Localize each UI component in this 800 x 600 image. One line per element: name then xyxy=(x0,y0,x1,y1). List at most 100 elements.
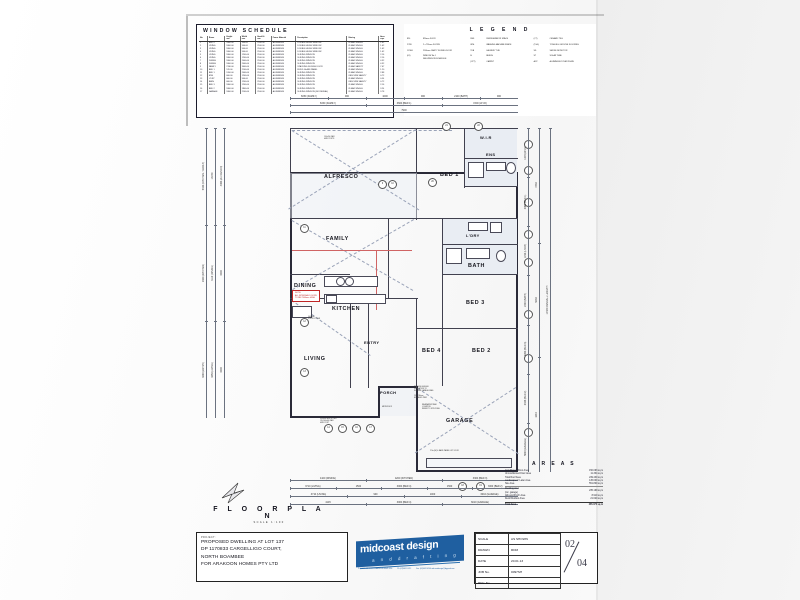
dimension-text: 5230 xyxy=(535,297,538,303)
areas-label: Alfresco/Porch Area xyxy=(505,495,526,498)
room-label-ldry: L'DRY xyxy=(466,233,480,238)
areas-value: 265.470 sq.m xyxy=(568,501,603,507)
room-label-bed1: BED 1 xyxy=(440,172,459,178)
meta-row: REV. No. xyxy=(475,577,561,589)
dimension-text: 900 xyxy=(345,94,349,98)
floor-plan-title: F L O O R P L A N xyxy=(213,506,325,520)
window-schedule-cell: 1800.00 xyxy=(224,87,241,91)
window-schedule-cell: CLEAR SINGLE xyxy=(346,63,379,67)
room-label-dining: DINING xyxy=(294,283,317,289)
legend-symbol: (CT) xyxy=(533,38,538,40)
dimension-text: 900 xyxy=(373,492,378,496)
window-schedule-col-header: No. xyxy=(199,36,208,42)
dimension-text: 4850 (LIVING) xyxy=(211,361,214,378)
dimension-line xyxy=(550,128,551,472)
note-line: ON 100x100 DAR xyxy=(320,420,334,423)
dimension-line xyxy=(528,128,529,472)
window-schedule-cell: SLIDING WINDOW xyxy=(295,63,347,67)
window-schedule-cell: CLEAR SINGLE xyxy=(346,87,379,91)
window-marker-icon: 14 xyxy=(324,424,333,433)
dimension-text: 17340 OVERALL LENGTH xyxy=(546,285,549,315)
window-schedule-cell: LIVING xyxy=(206,50,225,54)
dimension-text: 1150 (L'DRY) xyxy=(524,243,527,258)
window-schedule-cell: SLIDING WINDOW xyxy=(295,87,347,91)
meter-box-note: METER BOX xyxy=(382,406,392,408)
window-schedule-cell: 3600.00 xyxy=(239,66,256,70)
window-schedule-cell: 2100.00 xyxy=(255,41,272,45)
dimension-text: 1500 xyxy=(355,484,362,488)
window-schedule-cell: GARAGE xyxy=(206,90,225,94)
room-label-bed4: BED 4 xyxy=(422,348,441,354)
dimension-tick xyxy=(366,103,367,107)
room-label-kitchen: KITCHEN xyxy=(332,306,361,312)
legend-entry: B.BENCH xyxy=(470,55,529,57)
dimension-line xyxy=(215,128,216,418)
legend-symbol: 820 xyxy=(407,38,411,40)
sheet-number-bottom: 04 xyxy=(577,558,587,569)
floor-plan-drawing: ALFRESCO BED 1 W.I.R ENS FAMILY L'DRY BA… xyxy=(202,95,580,506)
legend-description: 820mm DOOR xyxy=(423,38,436,40)
dimension-tick xyxy=(537,357,541,358)
wall-ldry-bottom xyxy=(442,244,518,246)
meta-value: RDM xyxy=(508,544,561,556)
window-schedule-cell: 5 xyxy=(200,54,202,56)
areas-label: Dwelling Area(inc. garage) xyxy=(505,486,569,496)
window-schedule-cell: BED 1 xyxy=(206,72,225,76)
window-schedule-col-header: Frame Material xyxy=(270,36,296,42)
wall-kitchen-right xyxy=(388,218,390,298)
window-schedule-cell: 2.88 xyxy=(378,72,389,76)
dimension-text: 1000 xyxy=(429,492,436,496)
dimension-text: 3710 (LIVING) xyxy=(305,484,321,488)
dimension-text: 1000 xyxy=(382,94,388,98)
toilet-ens xyxy=(506,162,516,174)
meta-value: 20.01.13 xyxy=(508,555,561,567)
areas-value: 21.620 sq.m xyxy=(590,498,603,501)
kitchen-island xyxy=(324,294,386,304)
legend-entry: (CT)CERAMIC TILE xyxy=(534,38,593,40)
wall-mid-horizontal xyxy=(290,218,518,220)
legend-symbol: 1/2100 xyxy=(407,49,413,52)
dimension-text: 4100 (DINING) xyxy=(320,476,336,480)
window-schedule-cell: 1800.00 xyxy=(239,87,256,91)
dimension-text: 3600 (BED 1) xyxy=(396,101,412,105)
dimension-text: 4200 (KITCHEN) xyxy=(394,476,414,480)
dimension-text: 3435 (BED 2) xyxy=(524,391,527,406)
legend-symbol: B. xyxy=(470,55,473,58)
wall-entry-top xyxy=(368,298,418,300)
window-schedule-cell: 2400.00 xyxy=(239,72,256,76)
window-schedule-cell: 3 xyxy=(200,47,202,50)
floor-plan-caption: F L O O R P L A N SCALE 1:100 xyxy=(210,482,328,524)
wall-living-step xyxy=(378,386,380,418)
window-schedule-cell: ALUMINIUM xyxy=(270,47,296,51)
window-schedule-cell: 2100.00 xyxy=(255,87,272,91)
areas-value: 235.199 sq.m xyxy=(568,486,603,496)
window-marker-icon: 16 xyxy=(352,424,361,433)
window-marker-icon: 7 xyxy=(524,354,533,363)
dimension-line xyxy=(290,488,518,489)
wall-bed4-right-top xyxy=(416,328,444,330)
window-schedule-cell: ALUMINIUM xyxy=(270,78,296,82)
window-schedule-cell: 1.62 xyxy=(378,44,389,48)
dimension-tick xyxy=(442,103,443,107)
window-schedule-cell: 600.00 xyxy=(224,75,241,79)
window-schedule-cell: 600.00 xyxy=(224,78,241,82)
window-schedule-cell: SLIDING WINDOW (NO REVEAL) xyxy=(295,90,347,94)
dimension-tick xyxy=(290,478,291,482)
wall-garage-left xyxy=(416,386,418,472)
window-schedule-cell: 4.32 xyxy=(378,60,389,64)
note-line: 350x350 BRICK PIER xyxy=(320,418,337,420)
legend-symbol: ST xyxy=(533,55,537,58)
legend-symbol: SD xyxy=(533,49,537,52)
window-schedule-cell: SLIDING WINDOW xyxy=(295,75,347,79)
window-schedule-cell: ALUMINIUM xyxy=(270,63,296,67)
